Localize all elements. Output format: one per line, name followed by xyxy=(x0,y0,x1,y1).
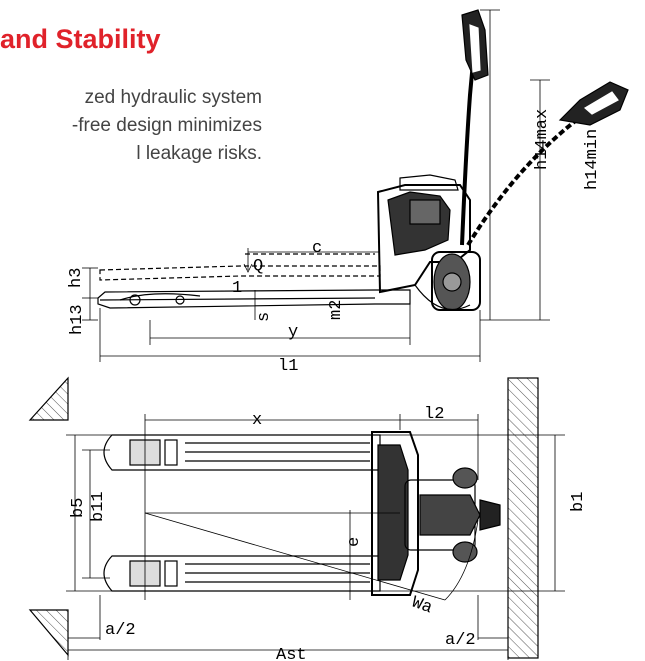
label-b5: b5 xyxy=(69,498,88,518)
label-a2-right: a/2 xyxy=(445,631,476,650)
floor-marker-top xyxy=(28,376,69,421)
label-Q: Q xyxy=(253,257,263,276)
top-power-unit xyxy=(371,431,501,596)
raised-fork xyxy=(99,253,381,281)
tiller-lowered xyxy=(466,81,629,247)
description-line: l leakage risks. xyxy=(136,143,262,164)
label-x: x xyxy=(252,411,262,430)
label-b11: b11 xyxy=(89,491,108,522)
top-view xyxy=(28,376,565,660)
label-h3: h3 xyxy=(67,268,86,288)
section-title: and Stability xyxy=(0,24,161,54)
label-l1: l1 xyxy=(278,357,298,376)
top-dimensions xyxy=(66,414,565,660)
label-e: e xyxy=(345,537,364,547)
floor-marker-bottom xyxy=(28,609,69,657)
label-h13: h13 xyxy=(68,304,87,335)
label-s: s xyxy=(255,312,274,322)
label-l2: l2 xyxy=(424,405,444,424)
side-view xyxy=(82,9,629,362)
lowered-fork xyxy=(97,289,411,309)
label-m2: m2 xyxy=(327,300,346,320)
label-b1: b1 xyxy=(569,492,588,512)
label-1: 1 xyxy=(232,279,242,298)
label-Ast: Ast xyxy=(276,646,307,661)
description-line: -free design minimizes xyxy=(71,115,262,136)
label-h14min: h14min xyxy=(583,129,602,190)
label-Wa: Wa xyxy=(409,593,435,618)
tiller-upright xyxy=(460,9,489,246)
description-line: zed hydraulic system xyxy=(84,87,262,108)
label-h14max: h14max xyxy=(533,109,552,170)
label-c: c xyxy=(312,239,322,258)
label-a2-left: a/2 xyxy=(105,621,136,640)
section-description: zed hydraulic system -free design minimi… xyxy=(0,84,262,168)
side-dimensions xyxy=(82,9,550,362)
label-y: y xyxy=(288,323,298,342)
wall-hatch xyxy=(507,377,539,659)
truck-body xyxy=(376,174,481,311)
